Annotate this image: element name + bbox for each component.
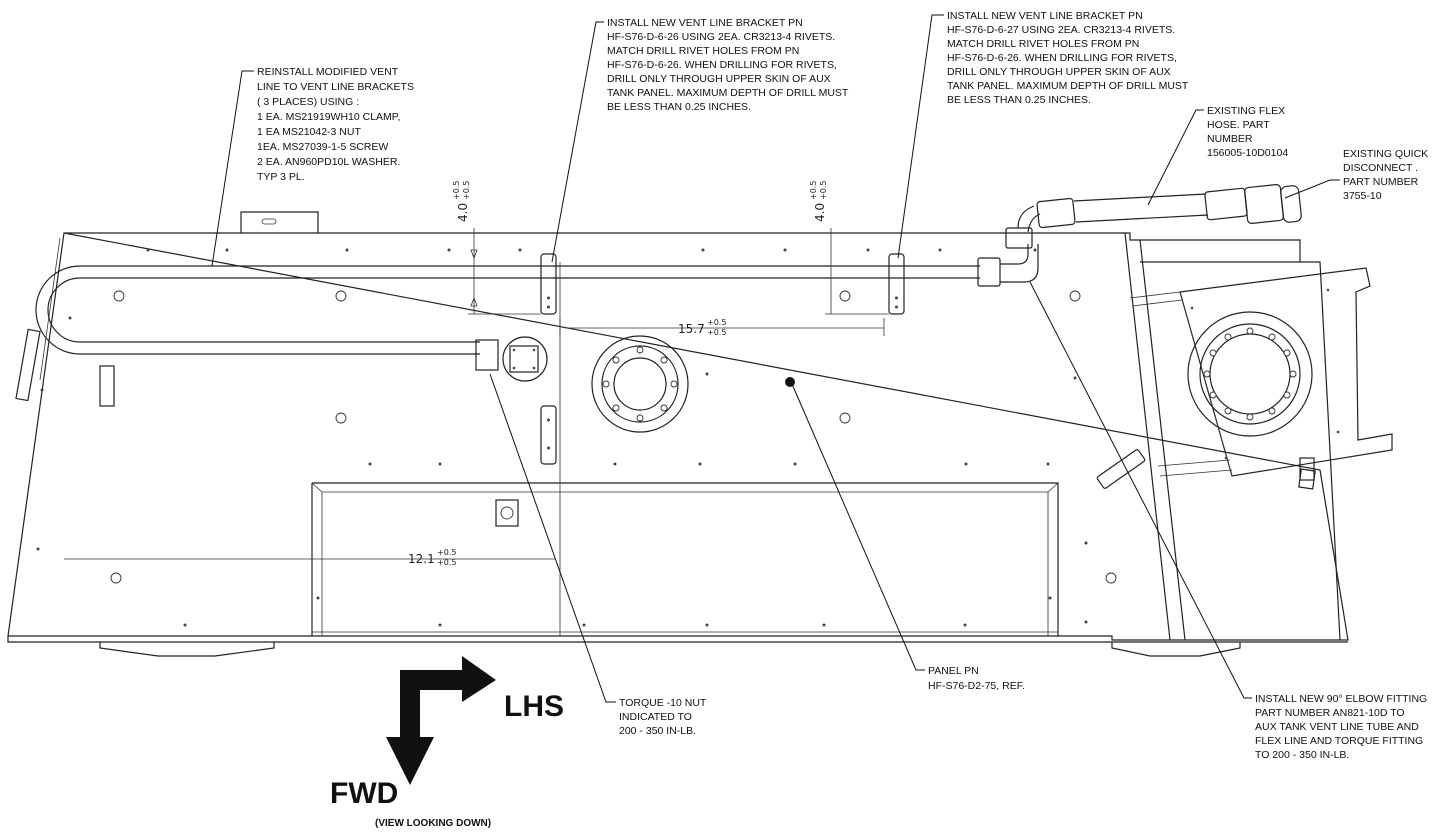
svg-text:1 EA. MS21919WH10 CLAMP,: 1 EA. MS21919WH10 CLAMP, <box>257 111 400 123</box>
svg-text:HF-S76-D-6-26. WHEN DRILLING: HF-S76-D-6-26. WHEN DRILLING FOR RIVETS, <box>947 52 1177 64</box>
orientation-arrow <box>386 656 496 785</box>
leader-lines <box>211 14 1340 703</box>
svg-text:+0.5: +0.5 <box>462 181 471 200</box>
svg-text:DRILL ONLY THROUGH UPPER SKIN: DRILL ONLY THROUGH UPPER SKIN OF AUX <box>607 73 831 85</box>
svg-text:+0.5: +0.5 <box>809 181 818 200</box>
vent-line-bracket-lower <box>540 405 557 465</box>
dimension-lines <box>64 228 889 560</box>
svg-text:EXISTING QUICK: EXISTING QUICK <box>1343 148 1428 160</box>
rotated-plate <box>1096 267 1393 489</box>
svg-text:HOSE. PART: HOSE. PART <box>1207 119 1270 131</box>
note-flex-hose: EXISTING FLEX HOSE. PART NUMBER 156005-1… <box>1207 105 1288 159</box>
svg-text:INSTALL NEW VENT LINE BRACKET: INSTALL NEW VENT LINE BRACKET PN <box>607 17 803 29</box>
panel-ref-dot <box>785 377 795 387</box>
svg-text:INSTALL NEW 90° ELBOW FITTING: INSTALL NEW 90° ELBOW FITTING <box>1255 693 1427 705</box>
note-panel: PANEL PN HF-S76-D2-75, REF. <box>928 665 1025 692</box>
svg-text:200 - 350 IN-LB.: 200 - 350 IN-LB. <box>619 725 696 737</box>
svg-text:DRILL ONLY THROUGH UPPER SKIN: DRILL ONLY THROUGH UPPER SKIN OF AUX <box>947 66 1171 78</box>
svg-text:HF-S76-D2-75, REF.: HF-S76-D2-75, REF. <box>928 680 1025 692</box>
svg-text:BE LESS THAN 0.25 INCHES.: BE LESS THAN 0.25 INCHES. <box>947 94 1091 106</box>
svg-text:AUX TANK VENT LINE TUBE AND: AUX TANK VENT LINE TUBE AND <box>1255 721 1419 733</box>
note-bracket-27: INSTALL NEW VENT LINE BRACKET PN HF-S76-… <box>947 10 1189 106</box>
flex-hose <box>1036 187 1248 229</box>
svg-text:15.7: 15.7 <box>678 322 705 336</box>
note-reinstall-vent-line: REINSTALL MODIFIED VENT LINE TO VENT LIN… <box>257 66 414 183</box>
svg-text:LINE TO VENT LINE BRACKETS: LINE TO VENT LINE BRACKETS <box>257 81 414 93</box>
note-quick-disconnect: EXISTING QUICK DISCONNECT . PART NUMBER … <box>1343 148 1428 202</box>
svg-text:MATCH DRILL RIVET HOLES FROM P: MATCH DRILL RIVET HOLES FROM PN <box>947 38 1139 50</box>
svg-text:EXISTING FLEX: EXISTING FLEX <box>1207 105 1285 117</box>
note-elbow-fitting: INSTALL NEW 90° ELBOW FITTING PART NUMBE… <box>1255 693 1427 761</box>
svg-text:HF-S76-D-6-27 USING 2EA. CR321: HF-S76-D-6-27 USING 2EA. CR3213-4 RIVETS… <box>947 24 1175 36</box>
svg-text:BE LESS THAN 0.25 INCHES.: BE LESS THAN 0.25 INCHES. <box>607 101 751 113</box>
svg-text:+0.5: +0.5 <box>707 328 726 337</box>
svg-text:2 EA. AN960PD10L WASHER.: 2 EA. AN960PD10L WASHER. <box>257 156 400 168</box>
svg-text:TO 200 - 350 IN-LB.: TO 200 - 350 IN-LB. <box>1255 749 1349 761</box>
bulkhead-fitting <box>475 336 548 382</box>
lhs-label: LHS <box>504 690 564 723</box>
dim-15-7: 15.7 +0.5 +0.5 <box>678 318 726 337</box>
svg-text:HF-S76-D-6-26 USING 2EA. CR321: HF-S76-D-6-26 USING 2EA. CR3213-4 RIVETS… <box>607 31 835 43</box>
svg-text:PANEL PN: PANEL PN <box>928 665 979 677</box>
svg-text:NUMBER: NUMBER <box>1207 133 1253 145</box>
svg-text:1EA. MS27039-1-5 SCREW: 1EA. MS27039-1-5 SCREW <box>257 141 388 153</box>
vent-line-bracket-left <box>540 253 557 315</box>
svg-text:+0.5: +0.5 <box>707 318 726 327</box>
svg-text:HF-S76-D-6-26. WHEN DRILLING: HF-S76-D-6-26. WHEN DRILLING FOR RIVETS, <box>607 59 837 71</box>
svg-text:REINSTALL MODIFIED VENT: REINSTALL MODIFIED VENT <box>257 66 399 78</box>
svg-text:4.0: 4.0 <box>456 203 470 222</box>
svg-text:FLEX LINE AND TORQUE FITTING: FLEX LINE AND TORQUE FITTING <box>1255 735 1423 747</box>
svg-text:PART NUMBER AN821-10D TO: PART NUMBER AN821-10D TO <box>1255 707 1405 719</box>
dim-12-1: 12.1 +0.5 +0.5 <box>408 548 456 567</box>
svg-text:3755-10: 3755-10 <box>1343 190 1382 202</box>
svg-text:TANK PANEL. MAXIMUM DEPTH OF: TANK PANEL. MAXIMUM DEPTH OF DRILL MUST <box>947 80 1189 92</box>
note-torque-nut: TORQUE -10 NUT INDICATED TO 200 - 350 IN… <box>619 697 707 737</box>
dim-4-0-right: 4.0 +0.5 +0.5 <box>809 181 828 222</box>
elbow-fitting <box>977 205 1041 287</box>
svg-text:INDICATED TO: INDICATED TO <box>619 711 692 723</box>
aux-tank-panel <box>7 211 1349 657</box>
svg-text:TYP 3 PL.: TYP 3 PL. <box>257 171 305 183</box>
svg-text:+0.5: +0.5 <box>437 548 456 557</box>
note-bracket-26: INSTALL NEW VENT LINE BRACKET PN HF-S76-… <box>607 17 849 113</box>
svg-text:INSTALL NEW VENT LINE BRACKET: INSTALL NEW VENT LINE BRACKET PN <box>947 10 1143 22</box>
svg-text:+0.5: +0.5 <box>452 181 461 200</box>
fwd-label: FWD <box>330 777 398 810</box>
lower-recess <box>311 482 1059 636</box>
svg-text:MATCH DRILL RIVET HOLES FROM P: MATCH DRILL RIVET HOLES FROM PN <box>607 45 799 57</box>
view-label: (VIEW LOOKING DOWN) <box>375 818 491 829</box>
svg-text:4.0: 4.0 <box>813 203 827 222</box>
filler-port <box>591 335 689 433</box>
side-frame <box>1124 232 1341 641</box>
panel-holes <box>36 248 1117 627</box>
svg-text:DISCONNECT .: DISCONNECT . <box>1343 162 1418 174</box>
svg-text:TORQUE -10 NUT: TORQUE -10 NUT <box>619 697 707 709</box>
svg-text:TANK PANEL. MAXIMUM DEPTH OF: TANK PANEL. MAXIMUM DEPTH OF DRILL MUST <box>607 87 849 99</box>
svg-text:PART NUMBER: PART NUMBER <box>1343 176 1419 188</box>
svg-text:156005-10D0104: 156005-10D0104 <box>1207 147 1288 159</box>
svg-text:( 3 PLACES) USING :: ( 3 PLACES) USING : <box>257 96 359 108</box>
dim-4-0-left: 4.0 +0.5 +0.5 <box>452 181 471 222</box>
svg-text:+0.5: +0.5 <box>819 181 828 200</box>
vent-line-bracket-right <box>888 253 905 315</box>
svg-text:12.1: 12.1 <box>408 552 435 566</box>
vent-line-tube <box>35 265 980 355</box>
quick-disconnect <box>1244 184 1302 224</box>
svg-text:1 EA MS21042-3 NUT: 1 EA MS21042-3 NUT <box>257 126 361 138</box>
svg-text:+0.5: +0.5 <box>437 558 456 567</box>
